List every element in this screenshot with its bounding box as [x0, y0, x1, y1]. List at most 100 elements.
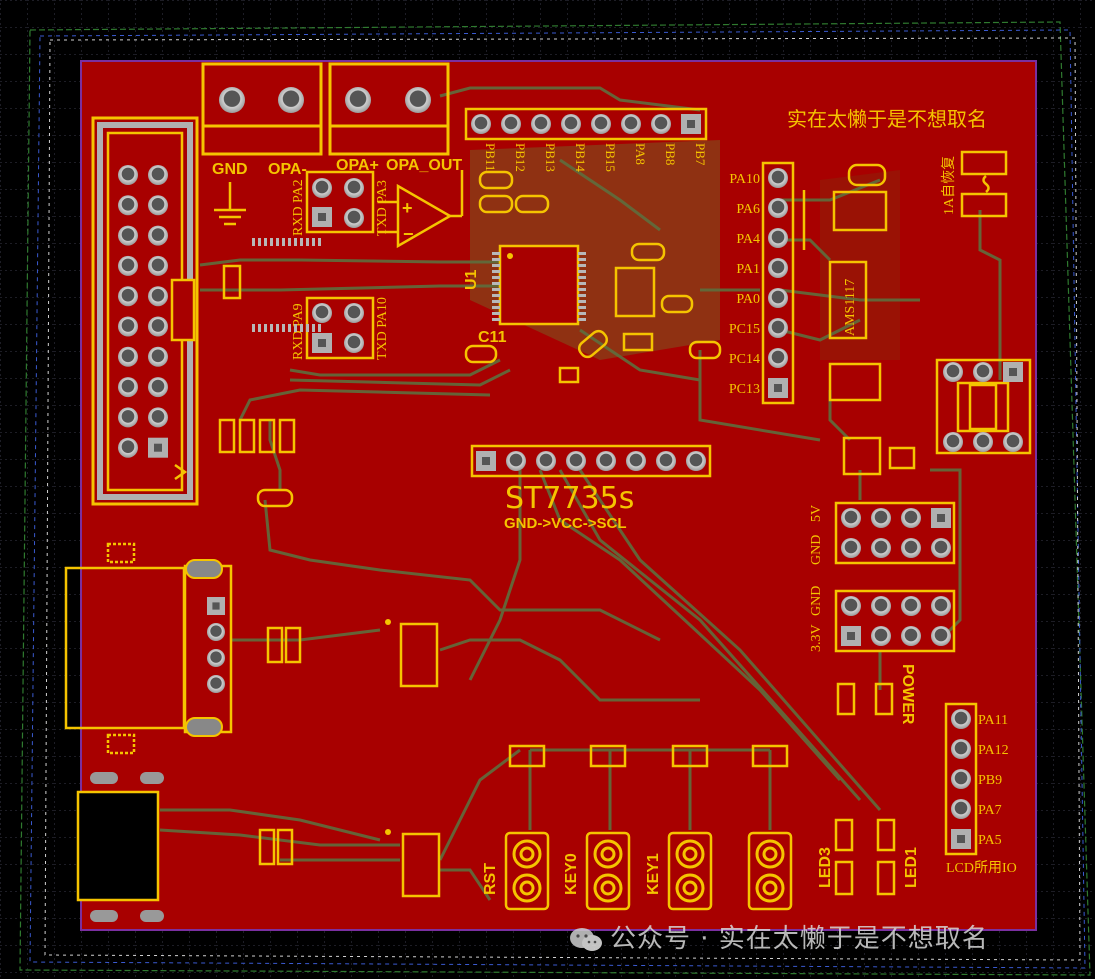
label-uart-mid-txd: TXD PA10: [375, 297, 390, 360]
idc-pad: [148, 195, 168, 216]
top-header-label: PB13: [543, 143, 558, 172]
right-header-label: PA6: [736, 202, 760, 217]
lcd-pad: [951, 709, 971, 729]
label-display-name: ST7735s: [505, 481, 634, 516]
top-header-label: PB8: [663, 143, 678, 165]
button-label: KEY1: [645, 853, 662, 895]
display-pad: [536, 451, 556, 471]
lcd-pad: [951, 739, 971, 759]
lcd-label: PA5: [978, 833, 1002, 848]
display-pad: [686, 451, 706, 471]
label-gnd-top: GND: [809, 535, 824, 565]
label-opa-plus: OPA+: [336, 157, 379, 174]
button-label: RST: [482, 863, 499, 895]
lcd-label: PA12: [978, 743, 1009, 758]
label-display-pinout: GND->VCC->SCL: [504, 515, 627, 532]
power-pad: [931, 538, 951, 558]
power-header-3v3: [834, 589, 956, 653]
uart-header-mid: [305, 296, 375, 360]
right-header-label: PC14: [729, 352, 760, 367]
svg-text:+: +: [402, 198, 413, 218]
regulator-area: [802, 163, 916, 476]
display-pad: [506, 451, 526, 471]
lcd-pad: [951, 799, 971, 819]
top-header-pad: [531, 114, 551, 134]
power-pad: [871, 538, 891, 558]
power-pad: [931, 626, 951, 646]
top-header-label: PB11: [483, 143, 498, 171]
label-regulator: AMS1117: [843, 279, 858, 336]
idc-pad: [118, 225, 138, 246]
right-header-pad: [768, 348, 788, 368]
right-pin-header: [761, 161, 795, 405]
idc-pad: [118, 286, 138, 307]
display-pad: [596, 451, 616, 471]
label-lcd-io: LCD所用IO: [946, 860, 1017, 876]
opamp-symbol-icon: [378, 170, 464, 249]
sd-pad: [207, 649, 225, 667]
ground-symbol-icon: [214, 182, 246, 226]
label-uart-mid-rxd: RXD PA9: [291, 303, 306, 360]
power-switch-block: [935, 358, 1032, 455]
lcd-pad: [951, 769, 971, 789]
top-header-label: PA8: [633, 143, 648, 165]
idc-pad: [118, 316, 138, 337]
display-pad: [656, 451, 676, 471]
label-c11: C11: [478, 329, 507, 346]
idc-pad: [148, 377, 168, 398]
button-body: [747, 831, 793, 911]
label-fuse: 1A自恢复: [940, 156, 957, 215]
top-pin-header: [464, 107, 708, 141]
watermark: 公众号 · 实在太懒于是不想取名: [568, 918, 989, 955]
lcd-label: PA11: [978, 713, 1008, 728]
usb-connector: [76, 772, 164, 922]
button-body: [585, 831, 631, 911]
right-header-label: PA4: [736, 232, 760, 247]
top-header-label: PB15: [603, 143, 618, 172]
traces: [159, 86, 1002, 901]
display-pad: [566, 451, 586, 471]
sd-pad: [207, 623, 225, 641]
sd-pad: [207, 675, 225, 693]
top-header-pad: [651, 114, 671, 134]
display-header: [470, 444, 712, 478]
idc-pad: [118, 195, 138, 216]
right-header-label: PA0: [736, 292, 760, 307]
top-header-label: PB12: [513, 143, 528, 172]
mcu-chip: [498, 244, 580, 326]
label-u1: U1: [463, 269, 480, 290]
idc-pad: [118, 346, 138, 367]
power-pad: [901, 538, 921, 558]
idc-pad: [118, 437, 138, 458]
board-outline-green: [19, 21, 1091, 976]
top-header-pad: [561, 114, 581, 134]
label-opa-out: OPA_OUT: [386, 157, 462, 174]
idc-pads: [118, 165, 168, 458]
power-header-5v: [834, 501, 956, 565]
idc-pad: [148, 407, 168, 428]
display-pad: [626, 451, 646, 471]
screw-terminals: [201, 62, 450, 156]
top-header-label: PB7: [693, 143, 708, 166]
idc-pad: [118, 377, 138, 398]
idc-pad: [148, 286, 168, 307]
power-pad: [871, 626, 891, 646]
label-uart-top-txd: TXD PA3: [375, 180, 390, 236]
right-header-pad: [768, 198, 788, 218]
right-header-pad: [768, 228, 788, 248]
idc-pad: [118, 407, 138, 428]
power-pad: [841, 538, 861, 558]
power-pad: [841, 596, 861, 616]
idc-pad: [148, 225, 168, 246]
lcd-header: [944, 702, 978, 856]
label-power: POWER: [899, 664, 916, 725]
right-header-pad: [768, 318, 788, 338]
label-gnd-bottom: GND: [809, 586, 824, 616]
wechat-icon: [570, 927, 602, 951]
button-body: [667, 831, 713, 911]
idc-pad: [148, 255, 168, 276]
led-array: [834, 818, 896, 896]
right-header-pad: [768, 168, 788, 188]
smd-parts: [222, 170, 722, 508]
uart-header-top: [305, 170, 375, 234]
